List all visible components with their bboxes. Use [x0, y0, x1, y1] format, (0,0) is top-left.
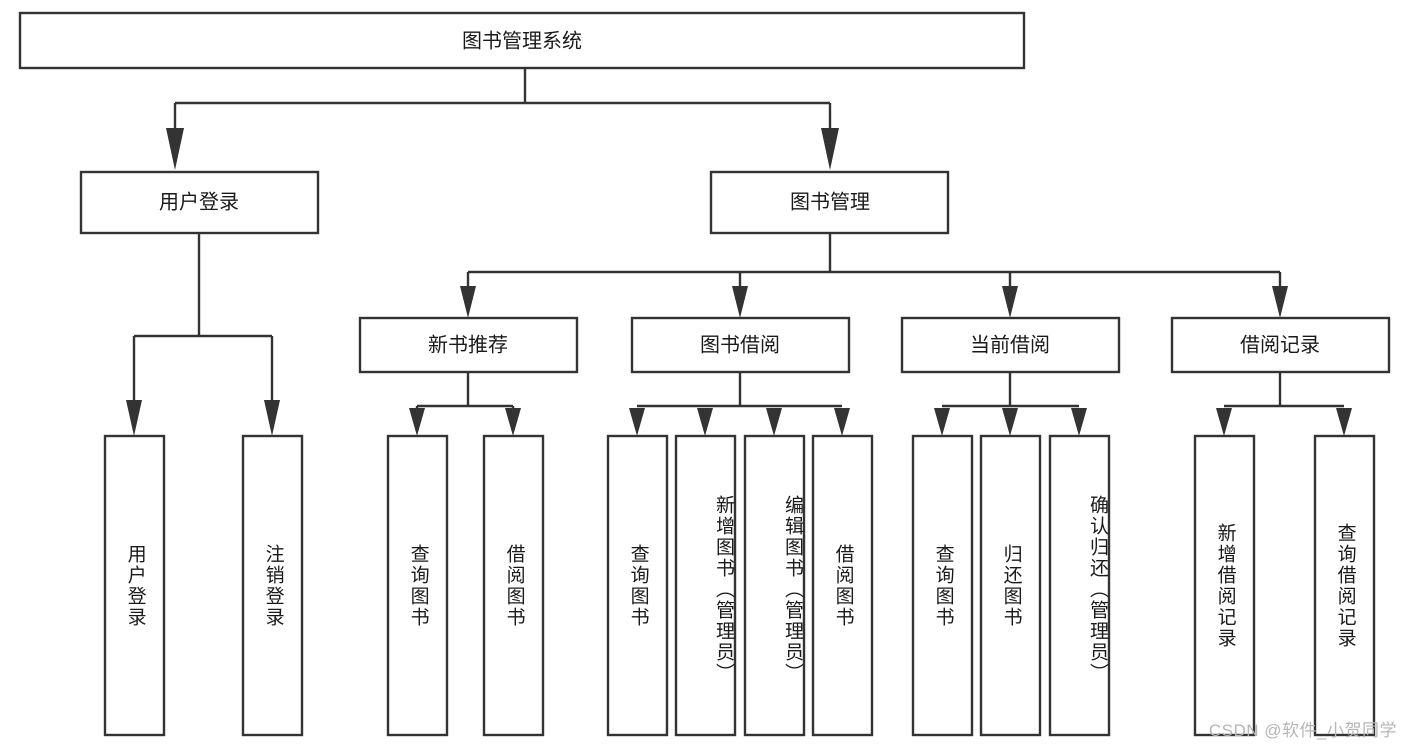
node-root[interactable]: 图书管理系统 — [18, 11, 1026, 70]
arrow-head-leaf-query-record — [1336, 408, 1352, 436]
node-leaf-edit-book-rect[interactable] — [743, 434, 806, 737]
arrow-head-book-manage — [821, 128, 839, 170]
arrow-head-leaf-query-book-2 — [629, 408, 645, 436]
arrow-head-book-borrow — [732, 286, 748, 318]
arrow-head-borrow-record — [1272, 286, 1288, 318]
arrow-head-user-login — [166, 128, 184, 170]
node-leaf-user-login-rect[interactable] — [103, 434, 166, 737]
connector-group-book-borrow — [629, 372, 850, 436]
node-leaf-return-book-rect[interactable] — [979, 434, 1042, 737]
connector-group-new-book-recommend — [409, 372, 521, 436]
node-current-borrow[interactable]: 当前借阅 — [900, 316, 1121, 374]
node-borrow-record-rect[interactable] — [1170, 316, 1391, 374]
node-book-manage-label: 图书管理 — [790, 190, 870, 213]
node-current-borrow-label: 当前借阅 — [970, 333, 1050, 356]
node-user-login-rect[interactable] — [79, 170, 320, 235]
node-user-login[interactable]: 用户登录 — [79, 170, 320, 235]
node-leaf-user-logout-rect[interactable] — [241, 434, 304, 737]
node-user-login-label: 用户登录 — [159, 190, 239, 213]
node-leaf-query-book-3-rect[interactable] — [911, 434, 974, 737]
arrow-head-leaf-borrow-book-1 — [505, 408, 521, 436]
node-leaf-query-record-rect[interactable] — [1313, 434, 1376, 737]
arrow-head-leaf-return-book — [1002, 408, 1018, 436]
connector-group-borrow-record — [1216, 372, 1352, 436]
csdn-watermark: CSDN @软件_小贺同学 — [1208, 721, 1397, 740]
node-leaf-add-record-rect[interactable] — [1193, 434, 1256, 737]
node-book-manage[interactable]: 图书管理 — [709, 170, 950, 235]
node-leaf-add-book-rect[interactable] — [674, 434, 737, 737]
connector-group-user-login — [126, 233, 280, 436]
node-leaf-query-book-1-rect[interactable] — [386, 434, 449, 737]
arrow-head-leaf-user-logout — [264, 400, 280, 436]
arrow-head-leaf-add-record — [1216, 408, 1232, 436]
arrow-head-leaf-edit-book — [766, 408, 782, 436]
node-leaf-query-book-2-rect[interactable] — [606, 434, 669, 737]
connector-group-book-manage — [460, 233, 1288, 318]
arrow-head-leaf-query-book-1 — [409, 408, 425, 436]
node-borrow-record-label: 借阅记录 — [1240, 333, 1320, 356]
node-book-borrow-rect[interactable] — [630, 316, 851, 374]
node-book-borrow-label: 图书借阅 — [700, 333, 780, 356]
node-new-book-recommend-label: 新书推荐 — [428, 333, 508, 356]
arrow-head-leaf-confirm-return — [1071, 408, 1087, 436]
node-book-borrow[interactable]: 图书借阅 — [630, 316, 851, 374]
node-current-borrow-rect[interactable] — [900, 316, 1121, 374]
node-new-book-recommend[interactable]: 新书推荐 — [358, 316, 579, 374]
arrow-head-leaf-query-book-3 — [934, 408, 950, 436]
arrow-head-new-book-recommend — [460, 286, 476, 318]
arrow-head-leaf-user-login — [126, 400, 142, 436]
node-leaf-confirm-return-rect[interactable] — [1048, 434, 1111, 737]
arrow-head-leaf-borrow-book-2 — [834, 408, 850, 436]
node-root-rect[interactable] — [18, 11, 1026, 70]
node-new-book-recommend-rect[interactable] — [358, 316, 579, 374]
arrow-head-leaf-add-book — [697, 408, 713, 436]
node-book-manage-rect[interactable] — [709, 170, 950, 235]
arrow-head-current-borrow — [1002, 286, 1018, 318]
connector-group-current-borrow — [934, 372, 1087, 436]
node-leaf-borrow-book-2-rect[interactable] — [811, 434, 874, 737]
node-root-label: 图书管理系统 — [462, 29, 582, 52]
node-borrow-record[interactable]: 借阅记录 — [1170, 316, 1391, 374]
connector-group-root — [166, 68, 839, 170]
node-leaf-borrow-book-1-rect[interactable] — [482, 434, 545, 737]
